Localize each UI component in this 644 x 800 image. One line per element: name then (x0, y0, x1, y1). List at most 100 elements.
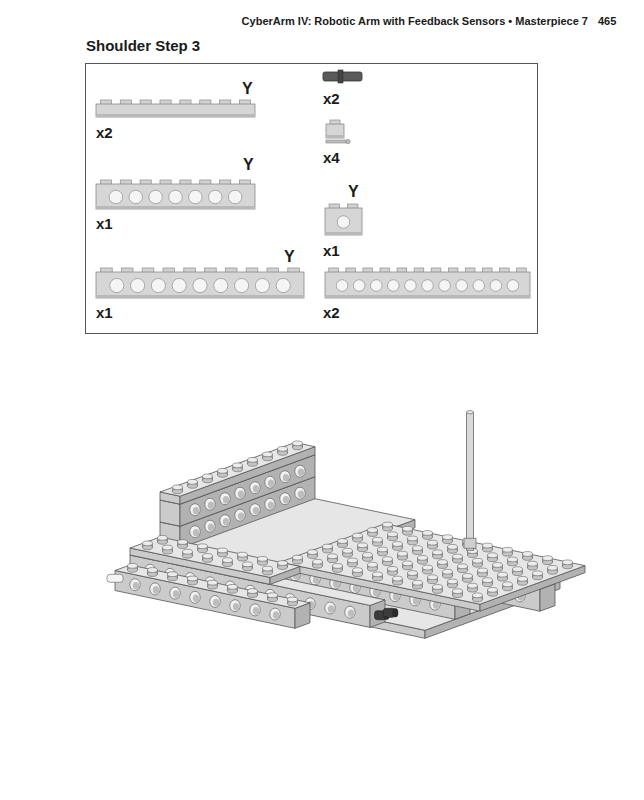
part-body (325, 272, 530, 298)
stud-top (413, 580, 423, 585)
part-quantity: x1 (96, 216, 113, 233)
page-number: 465 (598, 15, 616, 27)
beam-hole (456, 280, 468, 292)
stud-top (378, 547, 388, 552)
hole-shadow (268, 501, 274, 509)
stud-top (473, 593, 483, 598)
stud-top (128, 563, 138, 568)
beam-hole (220, 493, 230, 505)
stud-top (443, 569, 453, 574)
stud-top (433, 550, 443, 555)
beam-hole (131, 278, 145, 292)
vertical-axle (464, 411, 476, 551)
stud-top (483, 578, 493, 583)
beam-hole (250, 482, 260, 494)
beam-hole (109, 190, 123, 204)
stud-top (478, 568, 488, 573)
stud-top (453, 589, 463, 594)
stud-top (243, 562, 253, 567)
stud-top (373, 572, 383, 577)
beam-hole (210, 596, 220, 608)
stud-top (218, 468, 228, 473)
beam-hole (280, 493, 290, 505)
stud-top (293, 441, 303, 446)
beam-hole (270, 608, 280, 620)
stud-top (268, 593, 278, 598)
stud-top (423, 531, 433, 536)
stud-top (323, 544, 333, 549)
parts-frame (86, 64, 538, 334)
hole-shadow (328, 605, 334, 613)
stud-top (333, 564, 343, 569)
plate-1x8 (96, 100, 255, 117)
stud-top (158, 535, 168, 540)
stud-top (173, 485, 183, 490)
beam-hole (388, 280, 400, 292)
beam-hole (345, 606, 355, 618)
hole-shadow (253, 607, 259, 615)
stud-top (453, 554, 463, 559)
beam-hole (295, 487, 305, 499)
beam-hole (280, 471, 290, 483)
pin-end (392, 608, 398, 617)
color-code: Y (348, 183, 359, 201)
part-body (325, 208, 362, 235)
beam-hole (473, 280, 485, 292)
beam-hole (337, 216, 350, 229)
color-code: Y (284, 248, 295, 266)
stud-top (468, 583, 478, 588)
stud-top (488, 553, 498, 558)
beam-hole (265, 476, 275, 488)
beam-hole (353, 280, 365, 292)
part-body (326, 124, 344, 138)
beam-hole (190, 504, 200, 516)
stud-top (503, 582, 513, 587)
hole-shadow (208, 501, 214, 509)
stud-top (313, 559, 323, 564)
stud-top (563, 560, 573, 565)
beam-hole (193, 278, 207, 292)
face-top (115, 565, 310, 608)
stud-top (448, 579, 458, 584)
stud-top (168, 572, 178, 577)
part-shade (96, 295, 304, 298)
wall-plate (160, 441, 315, 504)
hole-shadow (298, 490, 304, 498)
beam-hole (405, 280, 417, 292)
part-body (96, 272, 304, 298)
axle-rod (467, 412, 474, 550)
stud-top (548, 565, 558, 570)
beam-hole (370, 280, 382, 292)
stud-top (383, 522, 393, 527)
stud-top (308, 550, 318, 555)
color-code: Y (242, 80, 253, 98)
hole-shadow (208, 523, 214, 531)
stud-top (488, 587, 498, 592)
beam-hole (190, 591, 200, 603)
beam-hole (439, 280, 451, 292)
stud-top (368, 528, 378, 533)
stud-top (393, 576, 403, 581)
axle-pin (323, 70, 362, 83)
beam-1x10 (96, 268, 304, 298)
stud-top (203, 474, 213, 479)
stud-top (398, 551, 408, 556)
stud-top (263, 566, 273, 571)
stud-top (503, 547, 513, 552)
beam-hole (130, 579, 140, 591)
stud-top (228, 584, 238, 589)
stud-top (513, 567, 523, 572)
clip-rod (326, 140, 346, 143)
brick-1x1-clip (326, 120, 344, 138)
beam-1x8 (96, 180, 255, 209)
stud-top (353, 568, 363, 573)
stud-top (163, 545, 173, 550)
stud-top (518, 576, 528, 581)
beam-hole (129, 190, 143, 204)
clip-bar (326, 139, 350, 143)
part-shade (96, 206, 255, 209)
stud-top (188, 479, 198, 484)
stud-top (388, 566, 398, 571)
part-body (96, 104, 255, 117)
